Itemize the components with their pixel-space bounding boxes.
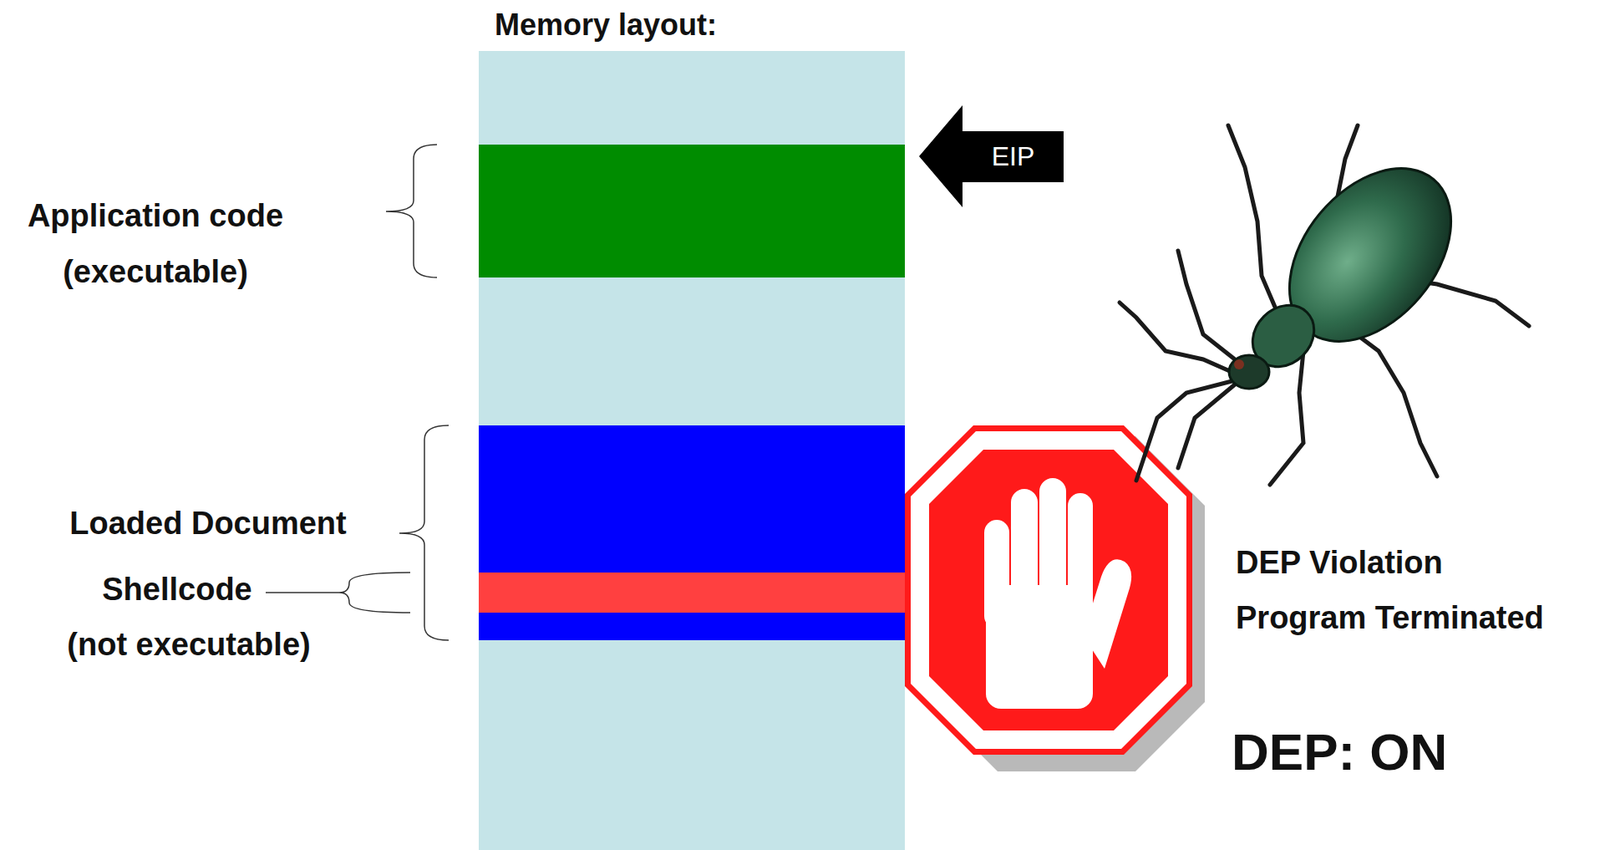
pointer-arrow: EIP (919, 105, 1064, 208)
beetle-body (1229, 137, 1484, 389)
leader-line (265, 591, 340, 594)
status-text: DEP Violation (1235, 543, 1443, 583)
document-band (478, 425, 905, 640)
shellcode-band (478, 572, 905, 613)
stop-sign (904, 425, 1205, 772)
status-text: DEP: ON (1231, 721, 1448, 783)
register-label: EIP (991, 141, 1036, 173)
arrow-shape (919, 105, 1064, 208)
application-code-band (478, 144, 905, 278)
brace (399, 425, 449, 640)
memory-column (478, 50, 905, 850)
region-label: Application code (27, 197, 284, 236)
region-label: Loaded Document (69, 504, 346, 544)
region-label: Shellcode (101, 570, 253, 610)
diagram-title: Memory layout: (494, 6, 717, 43)
region-note: (executable) (62, 253, 249, 292)
brace (386, 144, 437, 278)
status-text: Program Terminated (1235, 599, 1545, 638)
region-note: (not executable) (66, 625, 310, 665)
brace (339, 572, 411, 613)
beetle-illustration (1119, 125, 1529, 485)
